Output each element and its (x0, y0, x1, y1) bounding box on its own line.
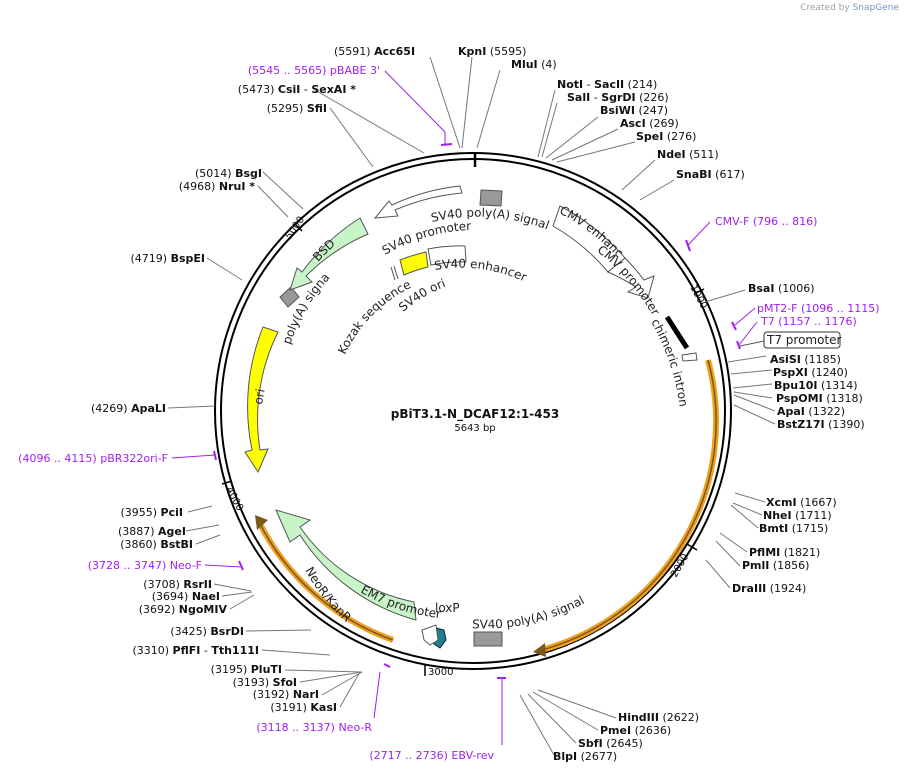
enzyme-label: (5473) CsiI - SexAI * (238, 83, 356, 96)
enzyme-label: BsiWI (247) (600, 104, 668, 117)
enzyme-label: AsiSI (1185) (770, 353, 841, 366)
feat-label-ori: ori (251, 388, 267, 406)
enzyme-label: SpeI (276) (636, 130, 696, 143)
feature-cmv-promoter-arrow (607, 257, 655, 299)
enzyme-label: BmtI (1715) (759, 522, 828, 535)
enzyme-label: MluI (4) (511, 58, 557, 71)
enzyme-label: BlpI (2677) (553, 750, 617, 763)
svg-text:SV40 enhancer: SV40 enhancer (433, 257, 529, 285)
feat-label-loxp: loxP (435, 601, 460, 615)
primer-label: (2717 .. 2736) EBV-rev (369, 749, 494, 762)
enzyme-label: AscI (269) (620, 117, 679, 130)
enzyme-label: NotI - SacII (214) (557, 78, 657, 91)
enzyme-label: PmeI (2636) (600, 724, 671, 737)
feat-label-chimeric-intron: chimeric intron (648, 316, 690, 407)
enzyme-label: (3860) BstBI (120, 538, 193, 551)
t7-promoter-label: T7 promoter (766, 333, 842, 347)
enzyme-label: PmlI (1856) (742, 559, 809, 572)
enzyme-label: (3193) SfoI (233, 676, 297, 689)
enzyme-label: (3195) PluTI (211, 663, 282, 676)
primer-labels: (5545 .. 5565) pBABE 3' CMV-F (796 .. 81… (18, 64, 879, 762)
snapgene-brand: SnapGene (852, 3, 899, 13)
credit-prefix: Created by (800, 3, 850, 13)
enzyme-label: (3310) PflFI - Tth111I (132, 644, 259, 657)
enzyme-label: PflMI (1821) (749, 546, 820, 559)
feature-sv40-ori-box (399, 251, 429, 276)
plasmid-name: pBiT3.1-N_DCAF12:1-453 (391, 407, 559, 422)
enzyme-label: PspXI (1240) (773, 366, 848, 379)
enzyme-labels: (5591) Acc65I KpnI (5595) MluI (4) NotI … (91, 45, 865, 763)
primer-label: CMV-F (796 .. 816) (715, 215, 817, 228)
enzyme-label: PspOMI (1318) (776, 392, 863, 405)
feat-label-kozak: Kozak sequence (335, 277, 413, 356)
enzyme-label: (4269) ApaLI (91, 402, 166, 415)
tick-3000: 3000 (428, 667, 453, 678)
enzyme-label: SalI - SgrDI (226) (567, 91, 669, 104)
feature-em7-small (421, 624, 439, 646)
orf-arc-left (255, 515, 395, 643)
enzyme-label: (4968) NruI * (179, 180, 255, 193)
enzyme-label: DraIII (1924) (732, 582, 806, 595)
primer-label: (3118 .. 3137) Neo-R (256, 721, 372, 734)
enzyme-label: (4719) BspEI (131, 252, 206, 265)
enzyme-label: KpnI (5595) (458, 45, 526, 58)
primer-label: (3728 .. 3747) Neo-F (88, 559, 202, 572)
enzyme-label: (3191) KasI (270, 701, 337, 714)
enzyme-leader-lines (167, 56, 776, 756)
tick-4000: 4000 (223, 485, 245, 513)
primer-label: (4096 .. 4115) pBR322ori-F (18, 452, 168, 465)
enzyme-label: BsaI (1006) (748, 282, 815, 295)
enzyme-label: (5014) BsgI (195, 167, 262, 180)
enzyme-label: (3192) NarI (253, 688, 319, 701)
tick-5000: 5000 (283, 215, 307, 242)
enzyme-label: XcmI (1667) (766, 496, 837, 509)
enzyme-label: NdeI (511) (657, 148, 719, 161)
enzyme-label: (3694) NaeI (152, 590, 220, 603)
enzyme-label: HindIII (2622) (618, 711, 699, 724)
enzyme-label: Bpu10I (1314) (774, 379, 858, 392)
enzyme-label: (3708) RsrII (143, 578, 212, 591)
enzyme-label: BstZ17I (1390) (777, 418, 865, 431)
feature-kozak-lines (390, 265, 399, 281)
snapgene-credit: Created by SnapGene (800, 3, 899, 13)
feature-sv40-pa-top-box (479, 189, 503, 207)
feature-polya-left-box (279, 286, 300, 308)
center-title: pBiT3.1-N_DCAF12:1-453 5643 bp (391, 407, 559, 434)
enzyme-label: SbfI (2645) (578, 737, 643, 750)
enzyme-label: (3692) NgoMIV (139, 603, 228, 616)
primer-label: T7 (1157 .. 1176) (760, 315, 857, 328)
svg-text:chimeric intron: chimeric intron (648, 316, 690, 407)
tick-1000: 1000 (687, 283, 709, 311)
enzyme-label: (3887) AgeI (118, 525, 186, 538)
feature-ori-arrow (244, 326, 279, 474)
feat-label-sv40-pa-right: SV40 poly(A) signal (472, 593, 587, 631)
enzyme-label: ApaI (1322) (777, 405, 845, 418)
feat-label-sv40-enhancer: SV40 enhancer (433, 257, 529, 285)
enzyme-label: (3955) PciI (120, 506, 183, 519)
enzyme-label: NheI (1711) (763, 509, 832, 522)
plasmid-size: 5643 bp (454, 423, 495, 434)
primer-marks (171, 70, 758, 745)
backbone (214, 152, 732, 670)
feature-sv40-enhancer-box (427, 245, 467, 266)
feature-sv40-promoter-arrow (373, 185, 463, 219)
feature-neor-arrow (275, 509, 417, 621)
primer-label: (5545 .. 5565) pBABE 3' (248, 64, 380, 77)
feature-bsd-arrow (289, 217, 369, 291)
orf-arc-right (533, 359, 720, 657)
svg-text:Kozak sequence: Kozak sequence (335, 277, 413, 356)
enzyme-label: SnaBI (617) (676, 168, 745, 181)
enzyme-label: (5591) Acc65I (334, 45, 415, 58)
enzyme-label: (3425) BsrDI (170, 625, 244, 638)
feature-chimeric-intron-bar (664, 315, 690, 350)
enzyme-label: (5295) SfiI (267, 102, 327, 115)
feature-sv40-pa-right-box (473, 631, 503, 647)
feature-kozak-small (681, 352, 698, 362)
t7-promoter-callout: T7 promoter (739, 331, 842, 349)
svg-text:SV40 poly(A) signal: SV40 poly(A) signal (472, 593, 587, 631)
primer-label: pMT2-F (1096 .. 1115) (757, 302, 880, 315)
